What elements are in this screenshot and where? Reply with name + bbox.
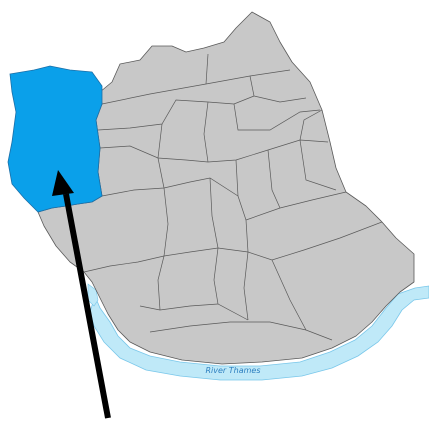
- ward-boundary: [271, 259, 307, 331]
- ward-boundary: [101, 177, 239, 197]
- ward-boundary: [149, 321, 333, 341]
- ward-boundary: [205, 53, 209, 85]
- arrow-shaft: [63, 193, 111, 419]
- highlighted-ward: [7, 65, 103, 213]
- ward-boundary: [245, 191, 347, 221]
- ward-boundary: [139, 303, 249, 321]
- arrow-head: [52, 170, 74, 196]
- river-thames-water: [89, 285, 429, 381]
- ward-boundary: [209, 177, 219, 249]
- river-thames-label: River Thames: [205, 366, 260, 375]
- ward-boundary: [243, 251, 249, 321]
- ward-boundary: [267, 149, 281, 209]
- ward-boundary: [157, 255, 165, 311]
- ward-boundary: [213, 247, 219, 305]
- ward-boundary: [99, 139, 329, 163]
- ward-boundary: [163, 187, 169, 257]
- ward-boundary: [249, 75, 307, 103]
- ward-boundary: [299, 109, 323, 141]
- pointer-arrow-icon: [52, 170, 111, 419]
- ward-boundary: [203, 101, 209, 163]
- ward-boundary: [245, 219, 383, 261]
- ward-boundary: [233, 103, 321, 131]
- ward-boundary: [299, 139, 337, 191]
- ward-boundaries: [83, 53, 383, 341]
